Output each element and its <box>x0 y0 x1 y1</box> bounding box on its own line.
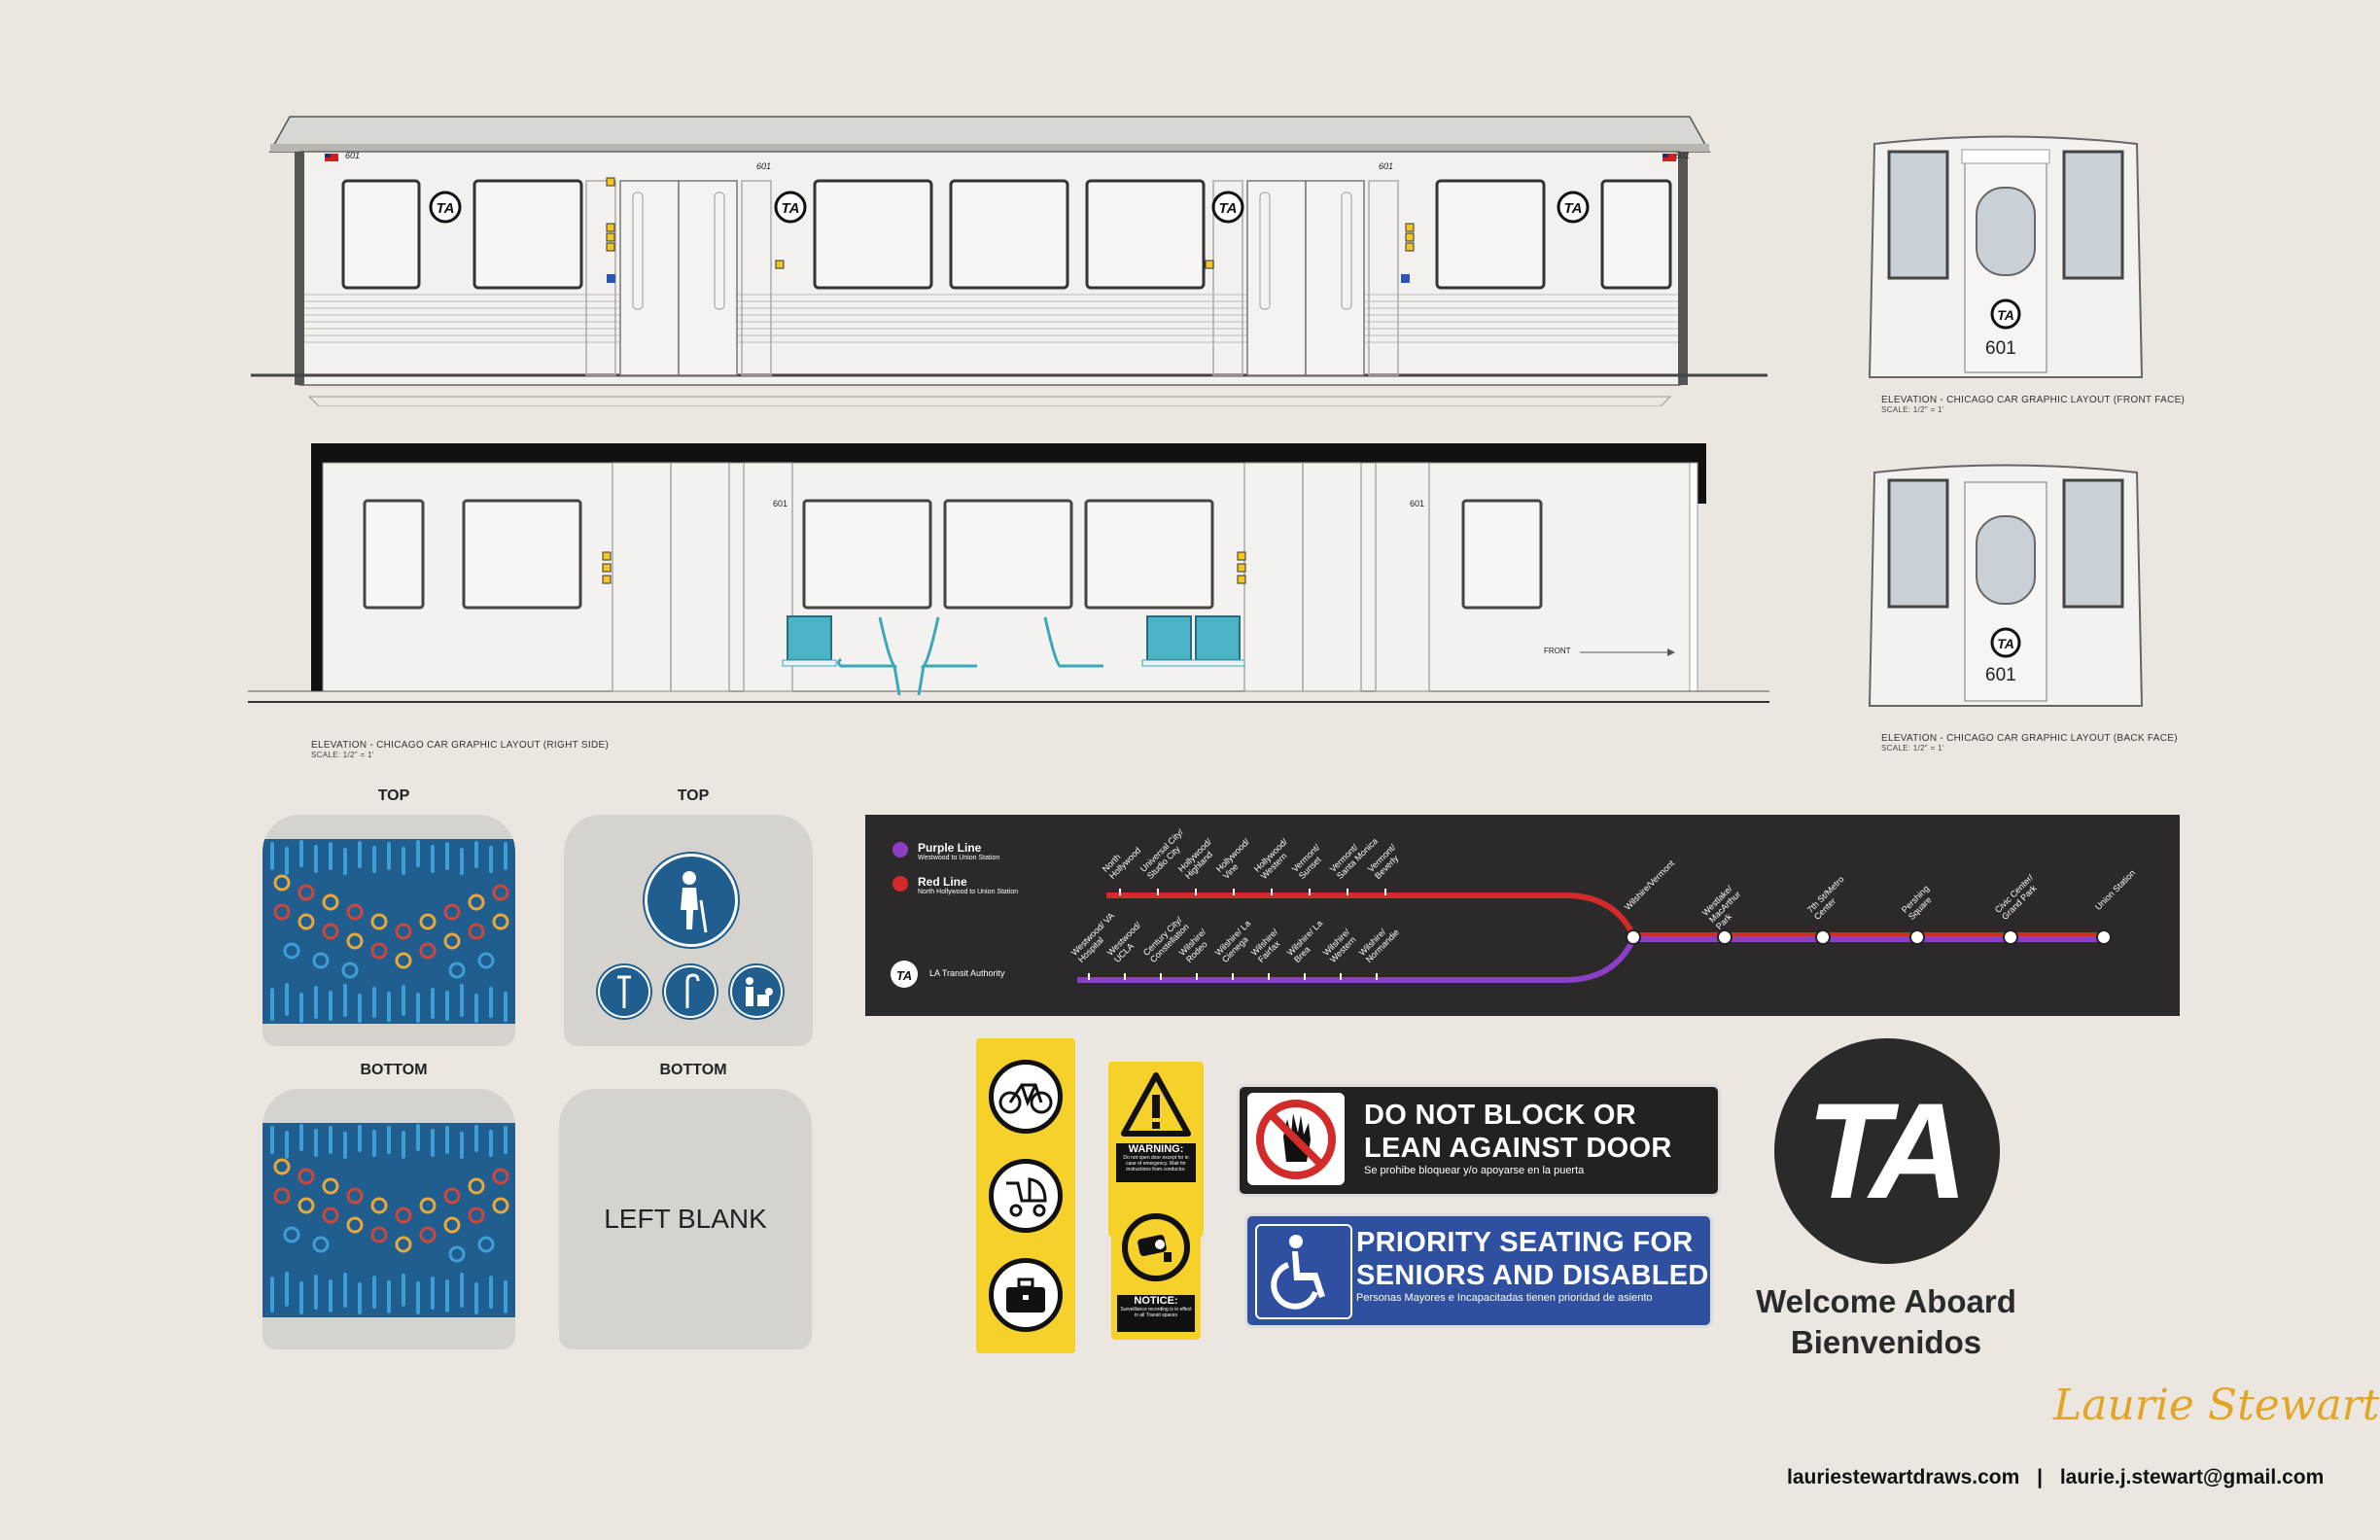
priority-seat-bottom: LEFT BLANK <box>559 1089 812 1349</box>
pattern-seat-top <box>262 815 515 1046</box>
door-sign-text: DO NOT BLOCK OR LEAN AGAINST DOOR Se pro… <box>1364 1099 1672 1176</box>
shared-station-dot <box>2096 929 2112 945</box>
priority-sign-text: PRIORITY SEATING FOR SENIORS AND DISABLE… <box>1356 1226 1709 1304</box>
legend-red-name: Red Line <box>918 875 967 889</box>
shared-station-dot <box>1717 929 1732 945</box>
train-exterior-drawing: TA TA TA TA <box>251 116 1768 407</box>
back-face-drawing: TA <box>1868 464 2144 707</box>
door-sign-subtitle: Se prohibe bloquear y/o apoyarse en la p… <box>1364 1165 1585 1176</box>
svg-text:TA: TA <box>782 200 800 217</box>
shared-station-dot <box>1815 929 1831 945</box>
car-number-label: 601 <box>1985 665 2016 685</box>
notice-sign: NOTICE: Surveillance recording is in eff… <box>1111 1206 1201 1340</box>
exterior-side-elevation: TA TA TA TA 601 601 601 601 <box>251 115 1768 407</box>
line-map: TA Purple Line Westwood to Union Station… <box>865 815 2180 1016</box>
line-map-graphic: TA <box>891 842 2112 988</box>
caption-scale: SCALE: 1/2" = 1' <box>1881 405 1944 414</box>
crutch-icon <box>598 965 650 1018</box>
pattern-seat-bottom-label: BOTTOM <box>360 1062 428 1078</box>
seat-pattern-graphic <box>262 839 515 1024</box>
surveillance-camera-icon <box>1122 1213 1190 1281</box>
svg-text:TA: TA <box>1997 307 2014 323</box>
authority-label: LA Transit Authority <box>929 968 1005 978</box>
caption-title: ELEVATION - CHICAGO CAR GRAPHIC LAYOUT (… <box>1881 395 2186 405</box>
back-face-elevation: TA 601 <box>1865 463 2147 716</box>
website-link[interactable]: lauriestewartdraws.com <box>1787 1466 2020 1488</box>
caption-title: ELEVATION - CHICAGO CAR GRAPHIC LAYOUT (… <box>1881 733 2178 744</box>
priority-seating-sign: PRIORITY SEATING FOR SENIORS AND DISABLE… <box>1244 1213 1713 1328</box>
legend-purple: Purple Line Westwood to Union Station <box>918 841 999 861</box>
legend-purple-sub: Westwood to Union Station <box>918 855 1000 861</box>
legend-purple-name: Purple Line <box>918 841 982 855</box>
ta-logo: TA <box>1774 1038 2000 1264</box>
priority-sign-subtitle: Personas Mayores e Incapacitadas tienen … <box>1356 1292 1653 1304</box>
bicycle-icon <box>989 1060 1063 1134</box>
do-not-block-door-sign: DO NOT BLOCK OR LEAN AGAINST DOOR Se pro… <box>1237 1084 1721 1197</box>
legend-red: Red Line North Hollywood to Union Statio… <box>918 875 1018 895</box>
car-number-label: 601 <box>1675 151 1691 160</box>
warning-title: WARNING: <box>1128 1143 1184 1155</box>
back-face-caption: ELEVATION - CHICAGO CAR GRAPHIC LAYOUT (… <box>1881 733 2178 752</box>
stroller-icon <box>989 1159 1063 1233</box>
pattern-seat-bottom <box>262 1089 515 1349</box>
warning-triangle-icon <box>1120 1069 1192 1146</box>
pattern-seat-top-label: TOP <box>377 788 410 804</box>
welcome-text: Welcome Aboard Bienvenidos <box>1721 1281 2051 1363</box>
car-number-label: 601 <box>756 161 772 171</box>
svg-text:TA: TA <box>1219 200 1238 217</box>
door-sign-line1: DO NOT BLOCK OR <box>1364 1100 1636 1131</box>
notice-text: Surveillance recording is in effect in a… <box>1120 1307 1192 1318</box>
priority-seat-bottom-label: BOTTOM <box>659 1062 727 1078</box>
shared-station-dot <box>1909 929 1925 945</box>
email-link[interactable]: laurie.j.stewart@gmail.com <box>2059 1466 2325 1488</box>
front-face-drawing: TA <box>1868 135 2144 378</box>
priority-seat-top <box>564 815 813 1046</box>
cane-icon <box>664 965 717 1018</box>
briefcase-icon <box>989 1258 1063 1332</box>
priority-seat-top-label: TOP <box>677 788 710 804</box>
interior-side-elevation: 601 601 FRONT <box>248 438 1769 710</box>
contact-separator: | <box>2037 1466 2043 1488</box>
train-interior-drawing <box>248 443 1769 703</box>
car-number-label: 601 <box>1379 161 1394 171</box>
artist-signature: Laurie Stewart <box>2053 1381 2380 1430</box>
svg-text:TA: TA <box>896 968 912 983</box>
shared-station-dot <box>1626 929 1641 945</box>
welcome-en: Welcome Aboard <box>1756 1283 2016 1319</box>
seat-pattern-graphic <box>262 1123 515 1317</box>
welcome-es: Bienvenidos <box>1790 1324 1982 1360</box>
ta-logo-mark: TA <box>1805 1074 1968 1227</box>
priority-sign-line1: PRIORITY SEATING FOR <box>1356 1227 1694 1258</box>
caption-scale: SCALE: 1/2" = 1' <box>1881 744 1944 752</box>
notice-box: NOTICE: Surveillance recording is in eff… <box>1117 1295 1195 1332</box>
service-dog-icon <box>730 965 783 1018</box>
svg-text:TA: TA <box>1997 636 2014 651</box>
door-sign-line2: LEAN AGAINST DOOR <box>1364 1133 1672 1164</box>
front-face-elevation: TA 601 <box>1865 134 2147 387</box>
wheelchair-icon <box>1255 1224 1352 1319</box>
legend-red-sub: North Hollywood to Union Station <box>918 889 1019 895</box>
warning-text: Do not open door except for in case of e… <box>1123 1155 1189 1172</box>
contact-line: lauriestewartdraws.com | laurie.j.stewar… <box>1787 1466 2324 1489</box>
svg-text:TA: TA <box>1564 200 1583 217</box>
shared-station-dot <box>2003 929 2018 945</box>
car-number-label: 601 <box>1985 338 2016 359</box>
car-number-label: 601 <box>1410 499 1425 508</box>
priority-sign-line2: SENIORS AND DISABLED <box>1356 1260 1709 1291</box>
elderly-person-icon <box>645 854 738 947</box>
warning-box: WARNING: Do not open door except for in … <box>1116 1143 1196 1182</box>
car-number-label: 601 <box>345 151 361 160</box>
caption-scale: SCALE: 1/2" = 1' <box>311 751 374 759</box>
front-direction-label: FRONT <box>1544 647 1571 655</box>
car-number-label: 601 <box>773 499 788 508</box>
notice-title: NOTICE: <box>1134 1295 1178 1307</box>
svg-text:TA: TA <box>437 200 455 217</box>
allowed-items-sign <box>976 1038 1075 1353</box>
caption-title: ELEVATION - CHICAGO CAR GRAPHIC LAYOUT (… <box>311 740 610 751</box>
no-hand-icon <box>1247 1093 1345 1185</box>
left-blank-text: LEFT BLANK <box>604 1204 767 1234</box>
right-side-caption: ELEVATION - CHICAGO CAR GRAPHIC LAYOUT (… <box>311 740 609 759</box>
front-face-caption: ELEVATION - CHICAGO CAR GRAPHIC LAYOUT (… <box>1881 395 2185 414</box>
